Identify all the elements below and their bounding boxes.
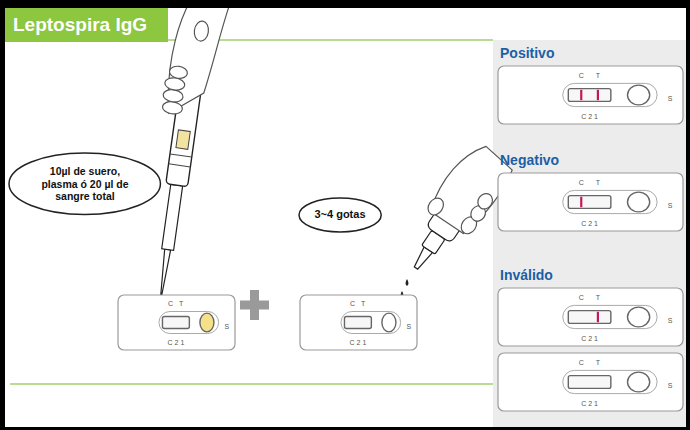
result-band xyxy=(597,90,599,100)
cassette-marking: C xyxy=(579,293,584,300)
cassette-body xyxy=(498,353,683,411)
cassette-marking: S xyxy=(668,317,673,324)
sample-well xyxy=(628,192,650,212)
result-band xyxy=(580,197,582,207)
cassette-body xyxy=(118,295,235,350)
cassette-marking: C 2 1 xyxy=(581,219,598,226)
pipette-illustration-part xyxy=(176,130,190,149)
callout-oval: 3~4 gotas xyxy=(298,197,382,233)
cassette-recess xyxy=(563,305,657,328)
pipette-illustration xyxy=(134,0,232,308)
frame-part xyxy=(686,0,690,430)
cassette-marking: C xyxy=(579,71,584,78)
frame-part xyxy=(0,0,690,8)
frame-part xyxy=(0,427,690,430)
result-window xyxy=(344,316,371,328)
title-text: Leptospira IgG xyxy=(5,14,155,36)
cassette-recess xyxy=(159,312,219,334)
result-heading: Negativo xyxy=(500,153,559,167)
test-cassette xyxy=(118,295,235,350)
title-banner: Leptospira IgG xyxy=(5,8,168,42)
cassette-marking: C 2 1 xyxy=(350,339,367,346)
cassette-marking: S xyxy=(406,322,411,329)
callout-oval: 10µl de suero, plasma ó 20 µl de sangre … xyxy=(8,152,161,215)
cassette-marking: C xyxy=(350,300,355,307)
cassette-marking: C xyxy=(579,178,584,185)
sample-well xyxy=(628,307,650,327)
cassette-marking: T xyxy=(596,293,600,300)
pipette-illustration-part xyxy=(162,88,183,103)
pipette-illustration-part xyxy=(193,20,210,42)
test-cassette xyxy=(498,173,683,231)
sample-well xyxy=(628,85,650,105)
sample-well xyxy=(200,313,214,332)
cassette-marking: C 2 1 xyxy=(581,334,598,341)
cassette-marking: T xyxy=(179,300,183,307)
cassette-marking: C xyxy=(579,358,584,365)
cassette-body xyxy=(300,295,417,350)
dropper-illustration-part xyxy=(425,195,447,218)
dropper-illustration-part xyxy=(475,191,496,212)
cassette-marking: S xyxy=(668,202,673,209)
result-window xyxy=(568,89,611,102)
callout-text: 3~4 gotas xyxy=(314,208,365,221)
green-rule xyxy=(10,40,493,384)
cassette-marking: S xyxy=(668,95,673,102)
cassette-marking: C 2 1 xyxy=(581,399,598,406)
plus-sign xyxy=(240,290,269,320)
pipette-illustration-part xyxy=(164,77,185,92)
cassette-recess xyxy=(563,370,657,393)
result-panel xyxy=(493,40,686,427)
drops-part xyxy=(406,279,409,286)
cassette-recess xyxy=(563,83,657,106)
cassette-marking: C xyxy=(168,300,173,307)
cassette-marking: T xyxy=(596,358,600,365)
test-cassette xyxy=(498,66,683,124)
pipette-illustration-part xyxy=(169,164,191,167)
green-rule-part xyxy=(10,383,493,385)
cassette-marking: S xyxy=(224,322,229,329)
cassette-marking: C 2 1 xyxy=(581,112,598,119)
result-window xyxy=(568,196,611,209)
sample-well xyxy=(628,372,650,392)
cassette-recess xyxy=(341,312,401,334)
cassette-marking: S xyxy=(668,382,673,389)
result-band xyxy=(580,90,582,100)
result-heading: Positivo xyxy=(500,46,554,60)
test-cassette xyxy=(498,353,683,411)
test-cassette xyxy=(300,295,417,350)
pipette-illustration-part xyxy=(162,184,183,250)
pipette-illustration-part xyxy=(169,65,188,79)
result-window xyxy=(162,316,189,328)
cassette-marking: T xyxy=(596,178,600,185)
result-window xyxy=(568,311,611,324)
cassette-marking: C 2 1 xyxy=(168,339,185,346)
pipette-illustration-part xyxy=(162,100,183,115)
oval-shape xyxy=(299,198,381,232)
cassette-body xyxy=(498,66,683,124)
frame-part xyxy=(0,0,5,430)
cassette-marking: T xyxy=(596,71,600,78)
result-heading: Inválido xyxy=(500,268,553,282)
result-band xyxy=(597,312,599,322)
result-window xyxy=(568,376,611,389)
oval-shape xyxy=(9,153,160,214)
cassette-body xyxy=(498,288,683,346)
cassette-marking: T xyxy=(361,300,365,307)
result-panel-part xyxy=(493,40,686,427)
plus-sign-part xyxy=(240,301,269,310)
sample-well xyxy=(382,313,396,332)
cassette-body xyxy=(498,173,683,231)
cassette-recess xyxy=(563,190,657,213)
pipette-illustration-part xyxy=(170,154,192,157)
test-cassette xyxy=(498,288,683,346)
callout-text: 10µl de suero, plasma ó 20 µl de sangre … xyxy=(35,165,135,203)
